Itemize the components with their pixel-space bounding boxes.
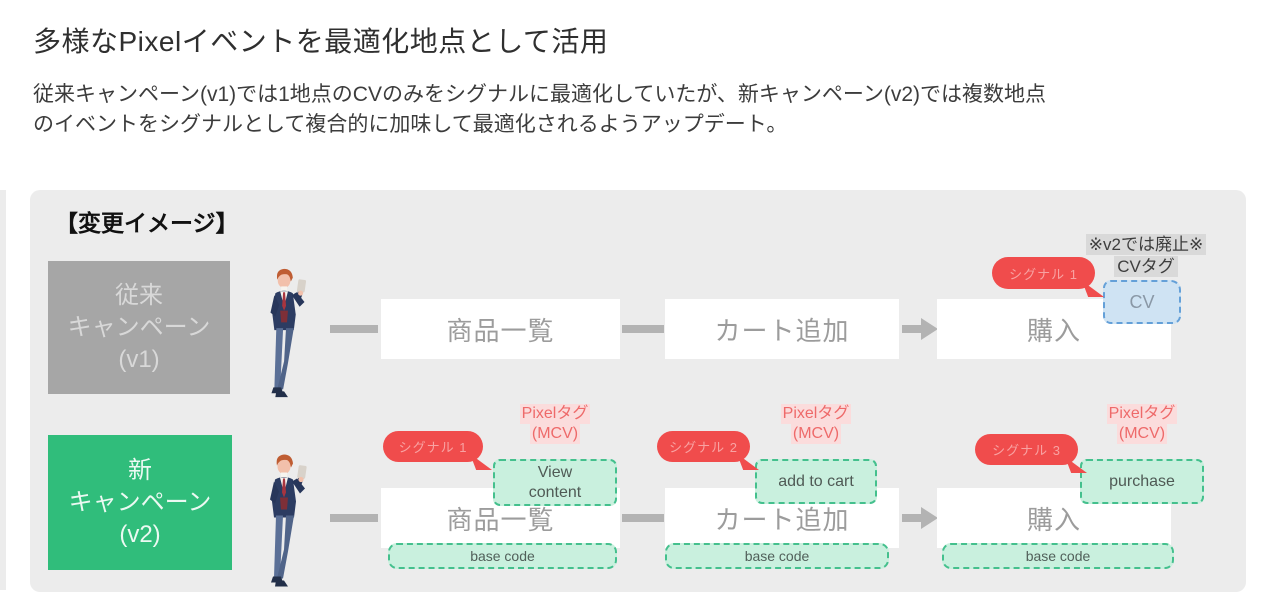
person-illustration — [270, 454, 307, 587]
base-code-box-1: base code — [388, 543, 617, 569]
pixel-tag-text: Pixelタグ — [1106, 404, 1178, 424]
v2-step-1-label: 商品一覧 — [446, 504, 555, 535]
event-box-view-content: View content — [493, 459, 617, 506]
connector-line — [330, 514, 378, 522]
v1-step-add-to-cart: カート追加 — [665, 299, 899, 359]
event-box-purchase: purchase — [1080, 459, 1204, 504]
page-subtitle: 従来キャンペーン(v1)では1地点のCVのみをシグナルに最適化していたが、新キャ… — [33, 80, 1046, 140]
v1-campaign-label: 従来 キャンペーン (v1) — [48, 261, 230, 394]
signal-3-bubble: シグナル 3 — [975, 434, 1087, 473]
base-code-box-3: base code — [942, 543, 1174, 569]
v1-step-product-list: 商品一覧 — [381, 299, 620, 359]
event-view-content-label: View content — [528, 463, 582, 501]
event-box-add-to-cart: add to cart — [755, 459, 877, 504]
cv-tag-label: CV — [1129, 291, 1155, 312]
cv-tag-box: CV — [1103, 280, 1181, 324]
page-title: 多様なPixelイベントを最適化地点として活用 — [33, 26, 609, 57]
arrow-shaft — [902, 514, 922, 522]
v1-step-3-label: 購入 — [1026, 315, 1081, 346]
v1-step-1-label: 商品一覧 — [446, 315, 555, 346]
arrow-shaft — [902, 325, 922, 333]
pixel-tag-label-2: Pixelタグ (MCV) — [751, 404, 881, 444]
v2-campaign-label: 新 キャンペーン (v2) — [48, 435, 232, 570]
cv-deprecation-note: ※v2では廃止※ CVタグ — [1058, 234, 1234, 277]
connector-line — [622, 514, 664, 522]
signal-3-label: シグナル 3 — [992, 443, 1061, 458]
diagram-heading: 【変更イメージ】 — [55, 210, 239, 236]
v2-step-3-label: 購入 — [1026, 504, 1081, 535]
v1-label-line-1: 従来 — [115, 281, 163, 309]
pixel-tag-sub: (MCV) — [1116, 424, 1168, 444]
left-edge-sliver — [0, 190, 6, 590]
v1-label-line-3: (v1) — [118, 345, 160, 373]
signal-2-label: シグナル 2 — [669, 440, 738, 455]
connector-line — [330, 325, 378, 333]
event-add-to-cart-label: add to cart — [778, 472, 854, 490]
signal-1-label: シグナル 1 — [398, 440, 468, 455]
base-code-label: base code — [744, 548, 810, 564]
connector-line — [622, 325, 664, 333]
v1-step-2-label: カート追加 — [714, 315, 850, 346]
signal-1-bubble-v2: シグナル 1 — [383, 431, 492, 470]
base-code-label: base code — [470, 548, 535, 564]
v2-step-2-label: カート追加 — [714, 504, 850, 535]
note-line-1: ※v2では廃止※ — [1085, 234, 1207, 255]
base-code-label: base code — [1025, 548, 1091, 564]
pixel-tag-text: Pixelタグ — [780, 404, 852, 424]
signal-2-bubble: シグナル 2 — [657, 431, 759, 470]
note-line-2: CVタグ — [1114, 256, 1178, 277]
event-purchase-label: purchase — [1109, 472, 1175, 490]
v2-label-line-1: 新 — [128, 456, 152, 484]
signal-1-bubble: シグナル 1 — [992, 257, 1104, 297]
base-code-box-2: base code — [665, 543, 889, 569]
pixel-tag-label-3: Pixelタグ (MCV) — [1077, 404, 1207, 444]
subtitle-line-2: のイベントをシグナルとして複合的に加味して最適化されるようアップデート。 — [33, 113, 788, 136]
signal-1-label: シグナル 1 — [1009, 266, 1078, 282]
person-illustration — [270, 268, 307, 398]
pixel-tag-sub: (MCV) — [529, 424, 581, 444]
subtitle-line-1: 従来キャンペーン(v1)では1地点のCVのみをシグナルに最適化していたが、新キャ… — [33, 83, 1047, 106]
pixel-tag-sub: (MCV) — [790, 424, 842, 444]
v1-label-line-2: キャンペーン — [67, 313, 211, 341]
v2-label-line-2: キャンペーン — [68, 488, 212, 516]
pixel-tag-text: Pixelタグ — [519, 404, 591, 424]
pixel-tag-label-1: Pixelタグ (MCV) — [490, 404, 620, 444]
v2-label-line-3: (v2) — [119, 520, 161, 548]
